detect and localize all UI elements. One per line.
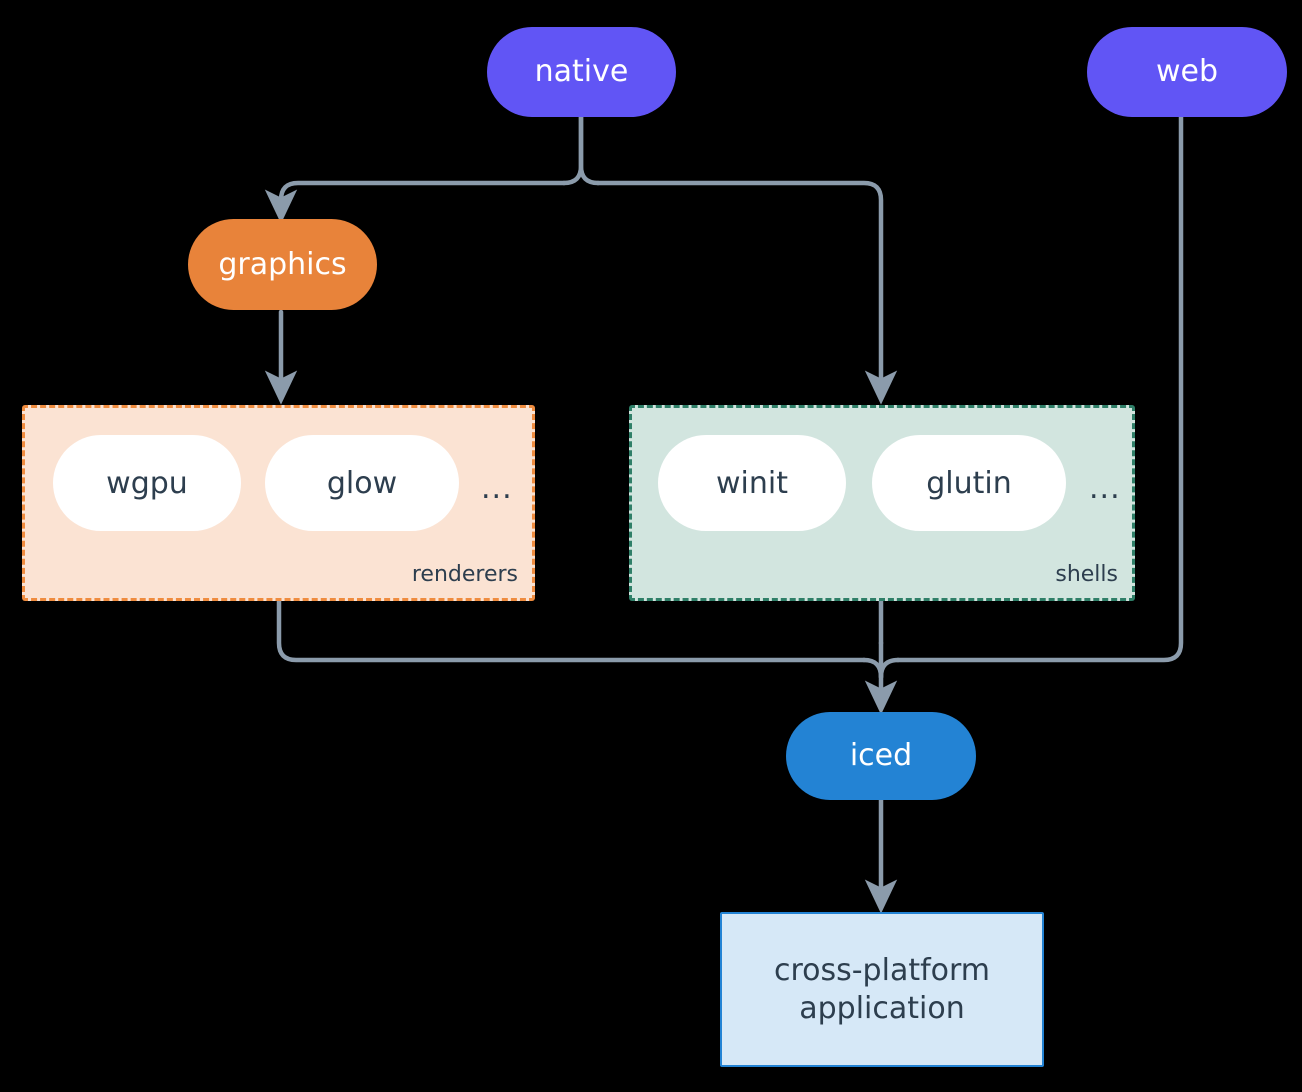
node-graphics[interactable]: graphics	[188, 219, 377, 310]
edge-native-bus	[561, 112, 584, 186]
node-winit-label: winit	[716, 465, 788, 501]
node-iced[interactable]: iced	[786, 712, 976, 800]
renderers-overflow-ellipsis: ...	[481, 471, 513, 506]
group-renderers-caption: renderers	[411, 562, 518, 587]
node-web[interactable]: web	[1087, 27, 1287, 117]
node-cross-platform-application[interactable]: cross-platform application	[720, 912, 1044, 1067]
node-winit[interactable]: winit	[658, 435, 846, 531]
node-web-label: web	[1155, 54, 1219, 90]
node-glutin[interactable]: glutin	[872, 435, 1066, 531]
node-glow[interactable]: glow	[265, 435, 459, 531]
edge-native-to-shells	[595, 180, 898, 405]
group-shells: winit glutin ... shells	[629, 405, 1135, 601]
node-iced-label: iced	[849, 738, 913, 774]
node-wgpu[interactable]: wgpu	[53, 435, 241, 531]
group-shells-caption: shells	[1055, 562, 1118, 587]
edge-merge-right-curve	[878, 657, 901, 680]
node-graphics-label: graphics	[218, 246, 347, 282]
edge-renderers-to-bus	[276, 598, 867, 663]
node-application-label: cross-platform application	[773, 953, 991, 1026]
node-glutin-label: glutin	[926, 465, 1012, 501]
edge-native-bus-right	[578, 112, 601, 186]
node-wgpu-label: wgpu	[106, 465, 188, 501]
node-glow-label: glow	[326, 465, 398, 501]
shells-overflow-ellipsis: ...	[1089, 471, 1121, 506]
group-renderers: wgpu glow ... renderers	[22, 405, 535, 601]
edge-native-to-graphics	[264, 180, 567, 224]
edge-merge-left-curve	[861, 657, 884, 680]
node-native[interactable]: native	[487, 27, 676, 117]
node-native-label: native	[534, 54, 629, 90]
